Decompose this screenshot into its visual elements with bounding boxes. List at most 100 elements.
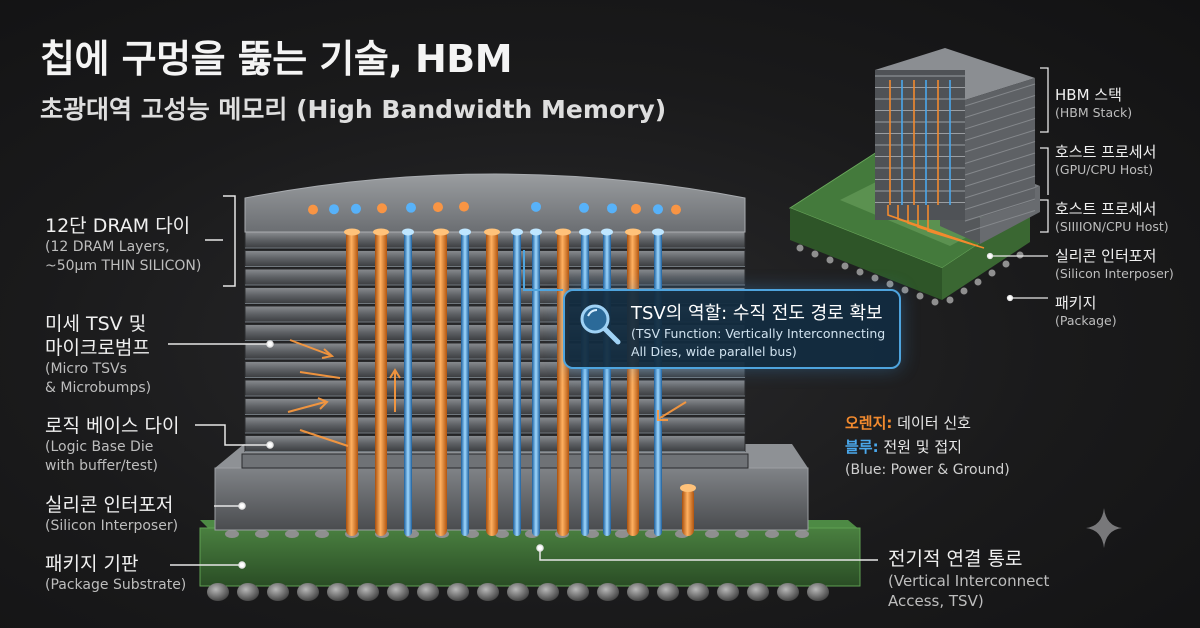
microbump-lower [495,530,509,538]
microbump [329,204,339,215]
microbump [631,203,641,214]
callout-connector [523,250,563,291]
tsv-function-callout: TSV의 역할: 수직 전도 경로 확보 (TSV Function: Vert… [563,289,901,369]
tsv-pillar [682,488,694,536]
solder-ball [627,583,649,601]
microbump-lower [255,530,269,538]
microbump-lower [285,530,299,538]
tsv-cap [652,228,664,236]
label-ko: 미세 TSV 및 마이크로범프 [45,313,150,359]
tsv-cap [601,228,613,236]
tsv-signal [435,230,447,536]
label-ko: 패키지 기판 [45,553,139,575]
label-en: (Silicon Interposer) [1055,266,1174,281]
label-en: (12 DRAM Layers, ~50µm THIN SILICON) [45,239,202,274]
microbump-lower [735,530,749,538]
inset-ball [988,269,996,277]
inset-ball [796,244,804,252]
tsv-signal [557,230,569,536]
microbump-lower [705,530,719,538]
label-micro-tsv: 미세 TSV 및 마이크로범프 (Micro TSVs & Microbumps… [45,312,151,398]
microbump [433,202,443,213]
bottom-leader-line [536,544,878,561]
tsv-signal [627,230,639,536]
inset-label-hbm-stack: HBM 스택 (HBM Stack) [1055,86,1132,121]
label-logic-base-die: 로직 베이스 다이 (Logic Base Die with buffer/te… [45,414,179,476]
inset-layer-edge [964,187,1036,210]
inset-ball [974,278,982,286]
label-en: (Silicon Interposer) [45,518,179,534]
label-en: (HBM Stack) [1055,105,1133,120]
label-en: (Logic Base Die with buffer/test) [45,439,158,474]
inset-ball [946,296,954,304]
tsv-cap [433,228,449,236]
microbump-lower [795,530,809,538]
solder-ball [597,583,619,601]
legend-orange-key: 오렌지: [845,414,893,432]
page-subtitle: 초광대역 고성능 메모리 (High Bandwidth Memory) [40,95,667,124]
legend-blue-key: 블루: [845,438,879,456]
solder-ball [387,583,409,601]
label-ko: 로직 베이스 다이 [45,415,180,437]
legend-orange-text: 데이터 신호 [892,414,971,432]
inset-ball [901,286,909,294]
microbump [653,204,663,215]
solder-ball [657,583,679,601]
solder-balls [207,530,829,601]
label-dram-dies: 12단 DRAM 다이 (12 DRAM Layers, ~50µm THIN … [45,214,201,276]
solder-ball [777,583,799,601]
label-en: (Package Substrate) [45,577,187,593]
tsv-power [532,230,540,536]
tsv-cap [625,228,641,236]
sparkle-icon [1086,508,1122,548]
tsv-signal [375,230,387,536]
tsv-cap [344,228,360,236]
legend-orange: 오렌지: 데이터 신호 [845,411,1010,435]
inset-label-silicon-interposer: 실리콘 인터포저 (Silicon Interposer) [1055,247,1174,282]
solder-ball [567,583,589,601]
inset-package-diagram [788,48,1040,306]
inset-route [927,205,985,249]
microbump [377,203,387,214]
solder-ball [507,583,529,601]
inset-ball [886,280,894,288]
solder-ball [327,583,349,601]
inset-layer-edge [964,141,1036,164]
microbump [406,202,416,213]
tsv-power [603,230,611,536]
solder-ball [267,583,289,601]
label-ko: 실리콘 인터포저 [45,494,174,516]
solder-ball [297,583,319,601]
stack-top-surface [244,173,746,233]
inset-ball [916,292,924,300]
solder-ball [237,583,259,601]
label-ko: 호스트 프로세서 [1055,200,1157,218]
signal-flow-arrows [287,339,687,520]
page-title: 칩에 구멍을 뚫는 기술, HBM [40,37,513,81]
microbump [671,204,681,215]
left-leader-lines [168,195,274,569]
microbump [531,201,541,212]
package-substrate [199,520,861,601]
tsv-power [404,230,412,536]
tsv-cap [373,228,389,236]
label-ko: 패키지 [1055,294,1097,312]
inset-layer-edge [964,106,1036,130]
inset-layer-edge [964,164,1036,187]
label-en: (GPU/CPU Host) [1055,162,1154,177]
microbump-lower [315,530,329,538]
inset-leader-lines [986,67,1049,302]
legend-subtitle: (Blue: Power & Ground) [845,462,1010,478]
solder-ball [687,583,709,601]
microbump [308,204,318,215]
label-electrical-path: 전기적 연결 통로 (Vertical Interconnect Access,… [888,547,1049,611]
tsv-power [461,230,469,536]
solder-ball [747,583,769,601]
solder-ball [207,583,229,601]
microbump [459,201,469,212]
solder-ball [447,583,469,601]
label-ko: 호스트 프로세서 [1055,143,1157,161]
color-legend: 오렌지: 데이터 신호 블루: 전원 및 접지 (Blue: Power & G… [845,411,1010,481]
solder-ball [717,583,739,601]
